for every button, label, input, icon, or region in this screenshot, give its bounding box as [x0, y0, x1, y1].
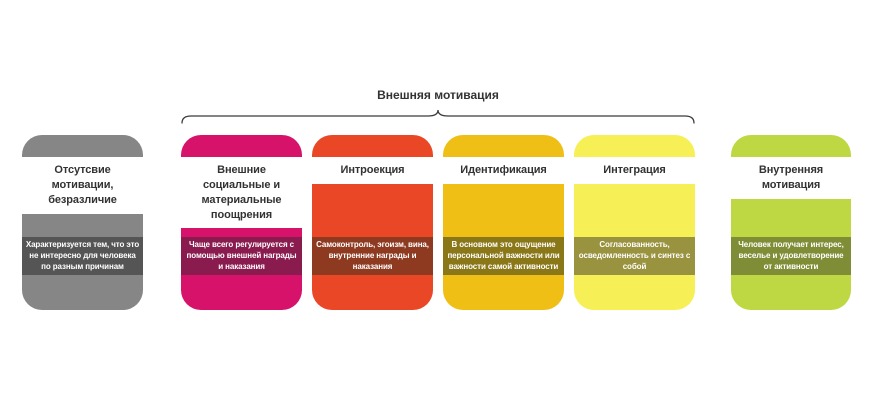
- card-introjection: Интроекция Самоконтроль, эгоизм, вина, в…: [312, 135, 433, 310]
- card-top-cap: [312, 135, 433, 157]
- card-top-cap: [731, 135, 851, 157]
- card-top-cap: [574, 135, 695, 157]
- card-description-band: Человек получает интерес, веселье и удов…: [731, 237, 851, 275]
- card-title: Интроекция: [312, 157, 433, 184]
- card-top-cap: [443, 135, 564, 157]
- card-description-band: Самоконтроль, эгоизм, вина, внутренние н…: [312, 237, 433, 275]
- card-identification: Идентификация В основном это ощущение пе…: [443, 135, 564, 310]
- card-title: Отсутсвие мотивации, безразличие: [22, 157, 143, 214]
- card-description: Чаще всего регулируется с помощью внешне…: [186, 240, 297, 272]
- card-title: Интеграция: [574, 157, 695, 184]
- curly-brace-icon: [181, 109, 695, 124]
- card-description: Самоконтроль, эгоизм, вина, внутренние н…: [316, 240, 429, 272]
- card-integration: Интеграция Согласованность, осведомленно…: [574, 135, 695, 310]
- card-description-band: Согласованность, осведомленность и синте…: [574, 237, 695, 275]
- card-title: Идентификация: [443, 157, 564, 184]
- card-amotivation: Отсутсвие мотивации, безразличие Характе…: [22, 135, 143, 310]
- card-description-band: Характеризуется тем, что это не интересн…: [22, 237, 143, 275]
- card-external-rewards: Внешние социальные и материальные поощре…: [181, 135, 302, 310]
- card-description: В основном это ощущение персональной важ…: [447, 240, 560, 272]
- card-top-cap: [22, 135, 143, 157]
- card-description-band: В основном это ощущение персональной важ…: [443, 237, 564, 275]
- card-description: Согласованность, осведомленность и синте…: [578, 240, 691, 272]
- card-description: Характеризуется тем, что это не интересн…: [25, 240, 140, 272]
- card-description: Человек получает интерес, веселье и удов…: [738, 240, 844, 272]
- card-top-cap: [181, 135, 302, 157]
- external-motivation-label: Внешняя мотивация: [377, 88, 499, 102]
- card-intrinsic-motivation: Внутренняя мотивация Человек получает ин…: [731, 135, 851, 310]
- card-description-band: Чаще всего регулируется с помощью внешне…: [181, 237, 302, 275]
- card-title: Внутренняя мотивация: [731, 157, 851, 199]
- card-title: Внешние социальные и материальные поощре…: [181, 157, 302, 229]
